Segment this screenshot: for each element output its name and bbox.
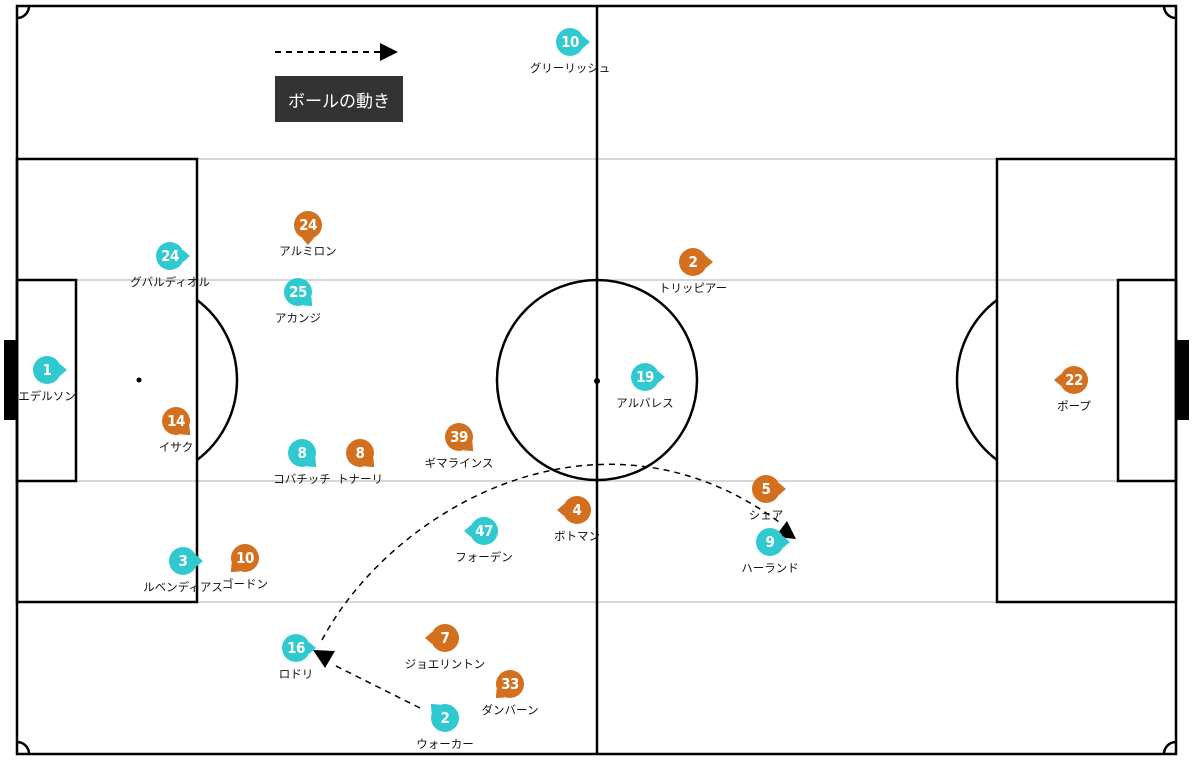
- player-number: 4: [572, 501, 582, 519]
- player-number: 14: [167, 412, 185, 430]
- player-marker-icon: [288, 439, 317, 468]
- player-name: シェア: [748, 508, 784, 522]
- player-name: トナーリ: [337, 472, 383, 486]
- player-number: 19: [636, 368, 654, 386]
- player-number: 33: [501, 675, 519, 693]
- player-name: ジョエリントン: [404, 657, 486, 671]
- player-name: アカンジ: [275, 311, 321, 325]
- player-marker-icon: [556, 28, 590, 56]
- player-number: 8: [297, 444, 307, 462]
- player-number: 10: [561, 33, 579, 51]
- ball-path-arrowhead-1: [313, 650, 335, 668]
- player-marker-icon: [346, 439, 375, 468]
- player-name: ダンバーン: [481, 703, 539, 717]
- player-marker-icon: [679, 248, 713, 276]
- player-name: アルバレス: [616, 396, 674, 410]
- player-name: コバチッチ: [273, 472, 331, 486]
- player-name: イサク: [158, 440, 194, 454]
- player-marker-icon: [162, 407, 191, 436]
- player-number: 2: [440, 709, 450, 727]
- player-number: 22: [1065, 371, 1083, 389]
- player-marker-icon: [156, 242, 190, 270]
- player-marker-icon: [631, 363, 665, 391]
- player-number: 3: [178, 552, 188, 570]
- legend-ball-movement: ボールの動き: [275, 76, 403, 122]
- player-number: 2: [688, 253, 698, 271]
- player-name: ハーランド: [741, 561, 799, 575]
- player-number: 9: [765, 533, 775, 551]
- player-name: トリッピアー: [658, 281, 728, 295]
- player-number: 39: [450, 428, 468, 446]
- left-goal: [4, 340, 17, 420]
- player-marker-icon: [464, 517, 498, 545]
- player-marker-icon: [756, 528, 790, 556]
- player-marker-icon: [169, 547, 203, 575]
- player-marker-icon: [230, 544, 259, 573]
- player-marker-icon: [425, 624, 459, 652]
- player-name: ウォーカー: [416, 737, 474, 751]
- player-marker-icon: [495, 670, 524, 699]
- player-number: 16: [287, 639, 305, 657]
- player-name: ポープ: [1057, 399, 1091, 413]
- center-spot: [594, 378, 600, 384]
- player-name: ギマラインス: [424, 456, 494, 470]
- player-marker-icon: [33, 356, 67, 384]
- left-penalty-spot: [136, 377, 142, 383]
- player-number: 24: [299, 216, 317, 234]
- ball-path-rodri-to-haaland: [321, 463, 780, 641]
- player-number: 1: [42, 361, 52, 379]
- player-marker-icon: [1054, 366, 1088, 394]
- player-marker-icon: [752, 475, 786, 503]
- player-marker-icon: [284, 278, 313, 307]
- player-name: ゴードン: [222, 577, 268, 591]
- player-number: 8: [355, 444, 365, 462]
- player-number: 24: [161, 247, 179, 265]
- player-marker-icon: [282, 634, 316, 662]
- player-name: ルベンディアス: [143, 580, 223, 594]
- player-number: 47: [475, 522, 493, 540]
- right-goal: [1176, 340, 1189, 420]
- legend-arrowhead: [380, 43, 398, 61]
- player-marker-icon: [557, 496, 591, 524]
- player-name: ボトマン: [554, 529, 600, 543]
- ball-path-walker-to-rodri: [331, 663, 421, 709]
- player-name: グバルディオル: [130, 275, 210, 289]
- player-number: 25: [289, 283, 307, 301]
- player-marker-icon: [445, 423, 474, 452]
- player-number: 5: [761, 480, 771, 498]
- player-number: 7: [440, 629, 450, 647]
- player-name: ロドリ: [278, 667, 314, 681]
- player-marker-icon: [430, 703, 459, 732]
- legend-label: ボールの動き: [288, 91, 390, 112]
- player-name: アルミロン: [279, 244, 337, 258]
- player-name: フォーデン: [455, 550, 513, 564]
- player-number: 10: [236, 549, 254, 567]
- player-marker-icon: [294, 211, 322, 245]
- player-name: エデルソン: [18, 389, 76, 403]
- player-name: グリーリッシュ: [529, 61, 611, 75]
